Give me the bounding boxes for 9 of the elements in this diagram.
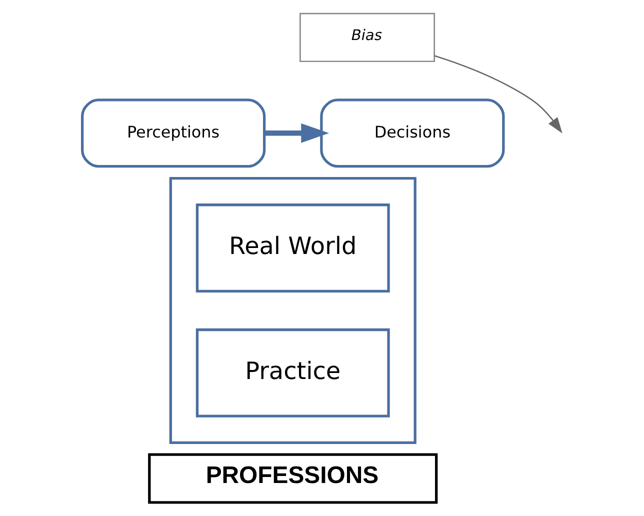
node-box: Bias xyxy=(300,12,436,62)
cluster xyxy=(169,176,416,444)
arrow xyxy=(264,123,330,143)
arrow xyxy=(434,55,562,134)
node-box: PROFESSIONS xyxy=(148,453,438,504)
node-box: Real World xyxy=(196,204,390,293)
node-box: Decisions xyxy=(320,98,505,168)
node-box: Practice xyxy=(196,328,390,418)
node-box: Perceptions xyxy=(80,98,266,168)
